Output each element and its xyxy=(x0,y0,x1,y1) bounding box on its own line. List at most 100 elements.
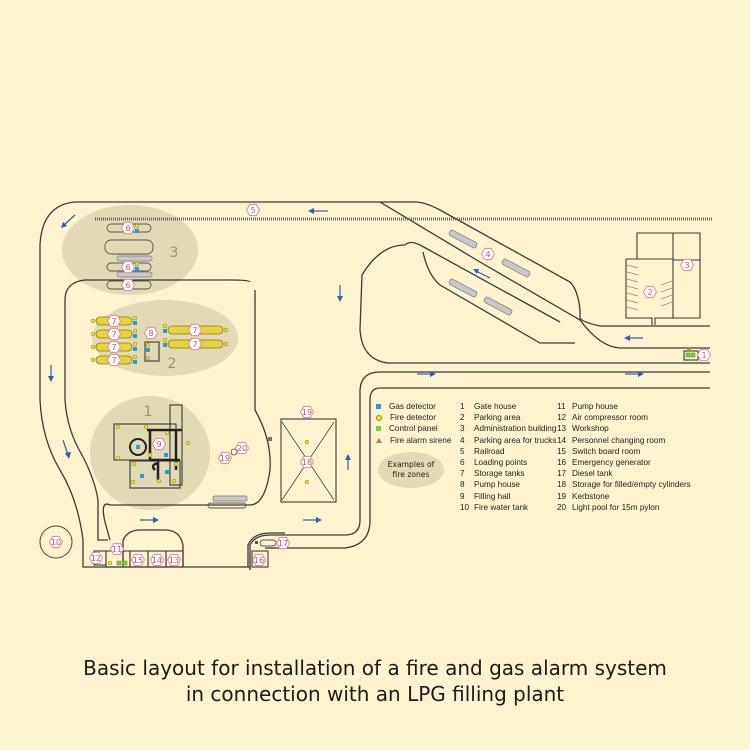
gate-house xyxy=(683,347,699,361)
marker-number: 7 xyxy=(111,343,116,352)
marker-number: 7 xyxy=(111,330,116,339)
key-label: Workshop xyxy=(572,424,609,434)
hexagon-marker-icon xyxy=(642,285,658,299)
marker-number: 15 xyxy=(133,556,143,565)
truck-ramp-upper xyxy=(380,201,710,327)
marker-6: 6 xyxy=(120,278,136,292)
hexagon-marker-icon xyxy=(679,258,695,272)
marker-7: 7 xyxy=(106,340,122,354)
marker-3: 3 xyxy=(679,258,695,272)
hexagon-marker-icon xyxy=(187,323,203,337)
key-label: Personnel changing room xyxy=(572,435,666,445)
marker-9: 9 xyxy=(151,437,167,451)
hexagon-marker-icon xyxy=(143,326,159,340)
hexagon-marker-icon xyxy=(696,348,712,362)
marker-number: 19 xyxy=(220,454,230,463)
marker-number: 7 xyxy=(111,356,116,365)
zone-label-3: 3 xyxy=(170,245,179,261)
building-row-roof xyxy=(122,529,285,567)
hexagon-marker-icon xyxy=(120,221,136,235)
marker-7: 7 xyxy=(106,327,122,341)
marker-number: 13 xyxy=(169,556,179,565)
legend-fire-detector: Fire detector xyxy=(376,412,451,423)
marker-number: 17 xyxy=(278,539,288,548)
key-item-8: 8 Pump house xyxy=(460,479,556,490)
key-number: 16 xyxy=(557,457,567,467)
marker-14: 14 xyxy=(149,553,165,567)
hexagon-marker-icon xyxy=(88,551,104,565)
key-label: Administration building xyxy=(474,424,557,434)
key-label: Railroad xyxy=(474,446,505,456)
key-label: Parking area xyxy=(474,413,521,423)
hexagon-marker-icon xyxy=(106,314,122,328)
hexagon-marker-icon xyxy=(120,278,136,292)
key-item-18: 18 Storage for filled/empty cylinders xyxy=(557,479,691,490)
key-number: 12 xyxy=(557,413,567,423)
key-label: Storage for filled/empty cylinders xyxy=(572,480,691,490)
marker-number: 5 xyxy=(250,206,255,215)
hexagon-marker-icon xyxy=(299,455,315,469)
traffic-arrows xyxy=(48,208,644,523)
hexagon-marker-icon xyxy=(149,553,165,567)
marker-number: 1 xyxy=(701,351,706,360)
marker-number: 9 xyxy=(156,440,161,449)
marker-6: 6 xyxy=(120,260,136,274)
key-number: 8 xyxy=(460,480,465,490)
key-number: 9 xyxy=(460,491,465,501)
inner-loop-right xyxy=(359,241,710,364)
key-number: 4 xyxy=(460,435,465,445)
hexagon-marker-icon xyxy=(251,553,267,567)
hexagon-marker-icon xyxy=(234,441,250,455)
marker-10: 10 xyxy=(48,535,64,549)
key-number: 18 xyxy=(557,480,567,490)
marker-number: 7 xyxy=(111,317,116,326)
control-panel-icon xyxy=(376,426,381,432)
zone-label-1: 1 xyxy=(144,404,153,420)
marker-number: 19 xyxy=(302,408,312,417)
key-label: Pump house xyxy=(474,480,520,490)
symbol-legend: Gas detector Fire detector Control panel… xyxy=(376,401,451,446)
key-label: Gate house xyxy=(474,402,517,411)
hexagon-marker-icon xyxy=(480,247,496,261)
truck-ramp-lower xyxy=(379,201,710,349)
hexagon-marker-icon xyxy=(151,437,167,451)
hexagon-marker-icon xyxy=(187,337,203,351)
marker-18: 18 xyxy=(299,455,315,469)
key-item-12: 12 Air compressor room xyxy=(557,412,691,423)
marker-number: 6 xyxy=(125,224,130,233)
key-label: Pump house xyxy=(572,402,618,411)
key-label: Air compressor room xyxy=(572,413,648,423)
key-label: Filling hall xyxy=(474,491,511,501)
fire-detector-icon xyxy=(376,414,382,421)
small-fixture xyxy=(268,437,272,441)
zone-label-2: 2 xyxy=(168,356,177,372)
marker-19: 19 xyxy=(217,451,233,465)
marker-number: 3 xyxy=(684,261,689,270)
marker-2: 2 xyxy=(642,285,658,299)
caption: Basic layout for installation of a fire … xyxy=(0,655,750,707)
kerb-strip xyxy=(207,502,247,509)
key-number: 20 xyxy=(557,502,567,512)
parked-trucks xyxy=(448,229,531,316)
key-number: 11 xyxy=(557,402,566,411)
key-number: 3 xyxy=(460,424,465,434)
key-item-3: 3 Administration building xyxy=(460,423,556,434)
hexagon-marker-icon xyxy=(109,542,125,556)
hexagon-marker-icon xyxy=(106,353,122,367)
key-item-9: 9 Filling hall xyxy=(460,491,556,502)
legend-control-panel: Control panel xyxy=(376,423,451,434)
marker-number: 10 xyxy=(51,538,61,547)
